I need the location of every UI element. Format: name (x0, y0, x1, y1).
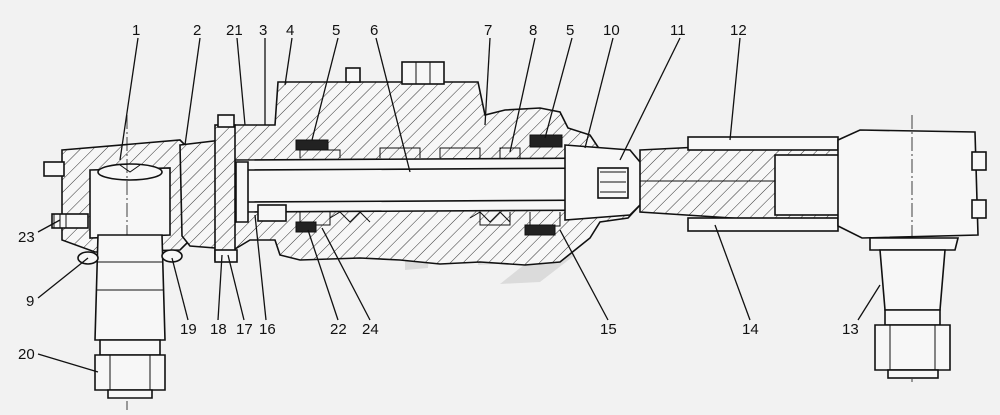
callout-22: 22 (330, 321, 347, 338)
callout-23: 23 (18, 229, 35, 246)
callout-19: 19 (180, 321, 197, 338)
callout-14: 14 (742, 321, 759, 338)
callout-12: 12 (730, 22, 747, 39)
callout-13: 13 (842, 321, 859, 338)
callouts-left: 23 9 20 (18, 229, 35, 363)
callout-6: 6 (370, 22, 378, 39)
leader-lines (37, 37, 881, 373)
callout-3: 3 (259, 22, 267, 39)
callout-18: 18 (210, 321, 227, 338)
callout-17: 17 (236, 321, 253, 338)
callout-10: 10 (603, 22, 620, 39)
callouts-bottom: 19 18 17 16 22 24 15 14 13 (180, 321, 859, 338)
callout-9: 9 (26, 293, 34, 310)
rod-end-nut (564, 144, 646, 221)
left-end-housing (61, 115, 191, 410)
callout-4: 4 (286, 22, 294, 39)
callout-8: 8 (529, 22, 537, 39)
callout-21: 21 (226, 22, 243, 39)
callouts-top: 1 2 21 3 4 5 6 7 8 5 10 11 12 (132, 22, 747, 39)
right-eye-socket (837, 115, 987, 382)
callout-11: 11 (670, 22, 686, 39)
callout-2: 2 (193, 22, 201, 39)
callout-5b: 5 (566, 22, 574, 39)
callout-15: 15 (600, 321, 617, 338)
cylinder-tube (639, 136, 841, 232)
left-end-bolts (43, 161, 89, 229)
callout-16: 16 (259, 321, 276, 338)
callout-1: 1 (132, 22, 140, 39)
callout-5a: 5 (332, 22, 340, 39)
callout-20: 20 (18, 346, 35, 363)
left-ball-stud (77, 234, 183, 399)
valve-body (179, 61, 641, 266)
callout-7: 7 (484, 22, 492, 39)
callout-24: 24 (362, 321, 379, 338)
